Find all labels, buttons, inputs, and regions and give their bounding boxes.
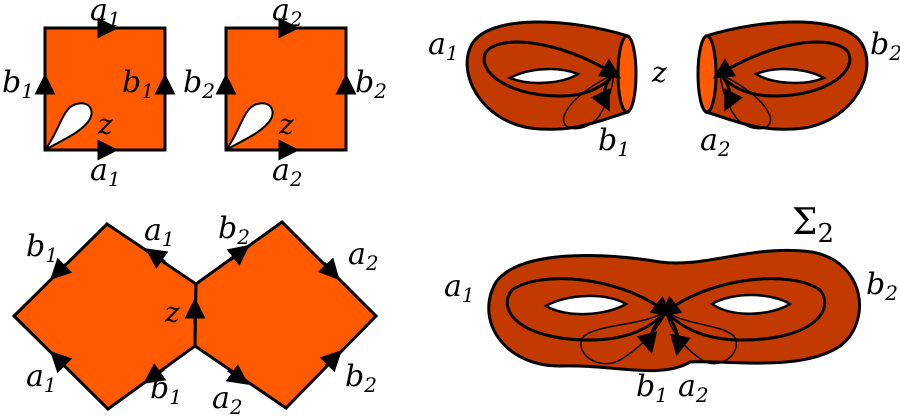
label-a1-diamond-top: a1: [144, 213, 175, 251]
label-a1-bottom: a1: [90, 153, 121, 191]
genus-two-surface: [487, 248, 861, 373]
torus-left: [465, 20, 638, 131]
diamond-left: [11, 222, 198, 411]
label-b2-right: b2: [355, 65, 387, 103]
torus-right: [696, 20, 869, 131]
label-b1-right: b1: [122, 65, 154, 103]
label-a1-diamond-bottom: a1: [26, 359, 57, 397]
label-b1-torus: b1: [598, 123, 630, 161]
label-b2-torus: b2: [870, 27, 900, 65]
label-a2-top: a2: [272, 0, 303, 31]
label-a2-diamond-bottom: a2: [212, 381, 243, 416]
square-right: [215, 17, 357, 161]
label-b2-diamond-top: b2: [218, 211, 250, 249]
label-sigma-2: Σ2: [792, 202, 834, 249]
label-b1-surface: b1: [636, 369, 668, 407]
label-b1-diamond-top: b1: [26, 229, 58, 267]
diamond-right: [184, 220, 379, 410]
label-a2-surface: a2: [678, 369, 709, 407]
label-a2-bottom: a2: [272, 153, 303, 191]
label-z-right: z: [278, 108, 294, 141]
square-left: [34, 17, 176, 161]
label-a2-diamond-top: a2: [348, 237, 379, 275]
label-a1-surface: a1: [444, 269, 475, 307]
label-a1-torus: a1: [428, 27, 459, 65]
label-a2-torus: a2: [700, 123, 731, 161]
label-b2-left: b2: [183, 65, 215, 103]
label-b1-diamond-bottom: b1: [150, 371, 182, 409]
label-z-diamond: z: [164, 296, 180, 329]
label-a1-top: a1: [90, 0, 121, 31]
label-b2-surface: b2: [866, 267, 898, 305]
label-z-tori: z: [651, 56, 667, 89]
label-b1-left: b1: [2, 65, 34, 103]
label-b2-diamond-bottom: b2: [345, 359, 377, 397]
label-z-left: z: [97, 108, 113, 141]
